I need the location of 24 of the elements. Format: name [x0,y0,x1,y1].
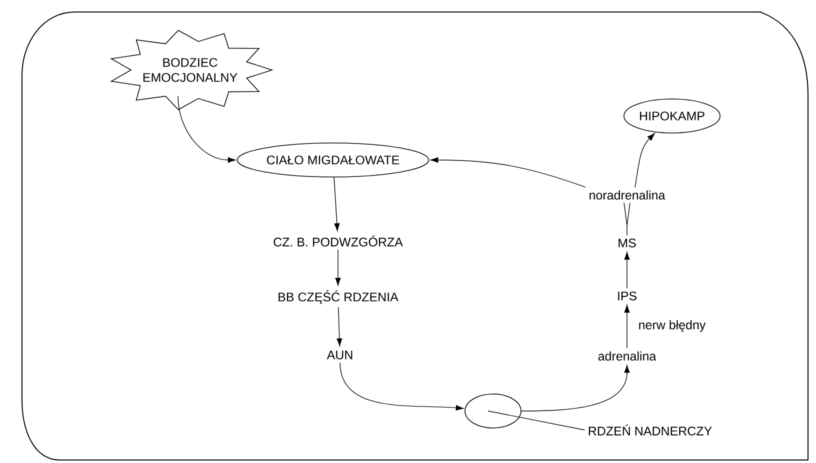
ellipse-node: HIPOKAMP [624,98,720,134]
arrow [521,365,630,412]
arrow [430,157,586,188]
arrow [634,133,655,188]
node-label: noradrenalina [590,190,666,200]
edge-label: nerw błędny [637,319,707,333]
arrow [335,249,341,286]
node-label: MS [618,238,636,248]
arrow [340,362,464,411]
arrow [334,177,340,232]
ellipse-node: CIAŁO MIGDAŁOWATE [236,142,430,178]
arrow [624,252,630,289]
node-label: RDZEŃ NADNERCZY [588,424,712,436]
leader-line [488,410,585,430]
node-label: IPS [618,292,636,300]
fork-line [624,202,630,236]
oval [464,394,522,428]
arrow [178,96,236,163]
node-label: adrenalina [598,351,656,361]
node-label: CZ. B. PODWZGÓRZA [274,236,403,246]
node-label: AUN [326,350,352,360]
arrow [336,306,342,346]
node-label: BB CZĘŚĆ RDZENIA [278,290,398,304]
arrow [624,304,630,349]
